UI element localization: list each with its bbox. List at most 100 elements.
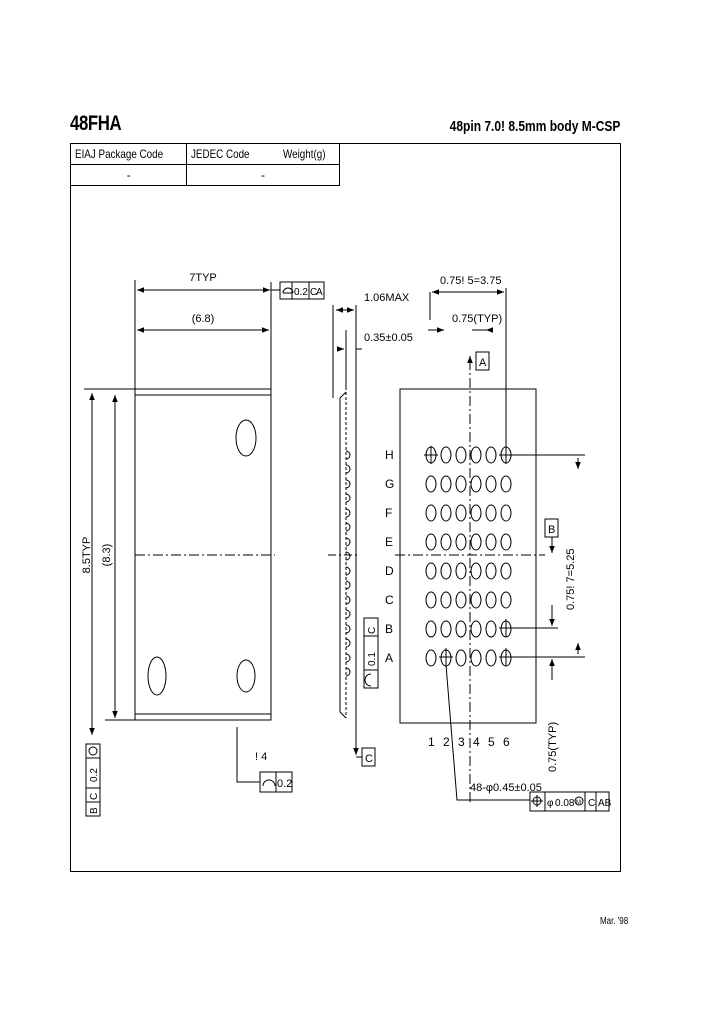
solder-ball: [470, 620, 482, 638]
solder-ball: [455, 504, 467, 522]
pitch-x-label: 0.75(TYP): [452, 313, 502, 325]
index-mark: [235, 419, 257, 457]
svg-text:0.08: 0.08: [555, 798, 575, 809]
solder-ball: [470, 562, 482, 580]
solder-ball: [425, 620, 437, 638]
side-ball: [345, 450, 351, 460]
solder-ball: [500, 504, 512, 522]
solder-ball: [440, 620, 452, 638]
side-ball: [345, 624, 351, 634]
solder-ball: [455, 649, 467, 667]
side-balls: [345, 450, 351, 677]
solder-ball: [440, 562, 452, 580]
eiaj-value-cell: -: [69, 164, 188, 186]
side-ball: [345, 464, 351, 474]
corner-callout: 0.2 ! 4: [236, 727, 293, 793]
row-label: H: [385, 448, 394, 462]
side-ball: [345, 580, 351, 590]
solder-ball: [470, 649, 482, 667]
width-dimensions: 7TYP (6.8) 0.2 C A: [134, 272, 325, 389]
height-ref-label: (8.3): [101, 544, 113, 567]
revision-date: Mar. '98: [600, 916, 629, 927]
row-label: C: [385, 593, 394, 607]
solder-ball: [500, 475, 512, 493]
coplanarity-callout: C 0.1: [363, 617, 379, 689]
solder-ball: [455, 446, 467, 464]
width-typ-label: 7TYP: [189, 272, 217, 284]
solder-ball: [440, 504, 452, 522]
side-ball: [345, 522, 351, 532]
side-ball: [345, 493, 351, 503]
solder-ball: [455, 562, 467, 580]
row-label: F: [385, 506, 392, 520]
height-typ-label: 8.5TYP: [81, 537, 93, 574]
profile-icon: [262, 779, 276, 787]
datum-c-box: C: [361, 747, 376, 767]
solder-ball: [440, 591, 452, 609]
height-max-label: 1.06MAX: [364, 292, 410, 304]
ball-grid: [424, 446, 513, 667]
svg-text:0.2: 0.2: [294, 287, 308, 298]
solder-ball: [470, 533, 482, 551]
index-mark: [147, 656, 167, 696]
row-label: G: [385, 477, 394, 491]
svg-text:C: C: [367, 627, 378, 634]
side-ball: [345, 638, 351, 648]
package-info-table: EIAJ Package Code JEDEC Code Weight(g) -…: [69, 143, 340, 186]
flatness-icon: [282, 287, 294, 294]
svg-text:M: M: [576, 800, 581, 806]
datum-b-box: B: [544, 518, 559, 553]
svg-text:B: B: [548, 524, 555, 536]
side-ball: [345, 566, 351, 576]
svg-text:φ: φ: [547, 798, 554, 809]
solder-ball: [485, 533, 497, 551]
solder-ball: [455, 591, 467, 609]
ball-spec-callout: 48-φ0.45±0.05 φ 0.08 M C AB: [445, 664, 612, 812]
solder-ball: [485, 446, 497, 464]
flatness-callout-cb: 0.2 C B: [85, 743, 101, 817]
pitch-dimensions: 0.75! 5=3.75 0.75(TYP) A B 0.75! 7=5.25 …: [428, 275, 585, 772]
solder-ball: [425, 562, 437, 580]
svg-text:B: B: [89, 807, 100, 814]
width-ref-label: (6.8): [192, 313, 215, 325]
svg-text:0.1: 0.1: [367, 652, 378, 666]
package-bottom-outline: [399, 388, 537, 724]
svg-text:C: C: [365, 753, 373, 765]
solder-ball: [485, 620, 497, 638]
side-ball: [345, 667, 351, 677]
solder-ball: [455, 620, 467, 638]
solder-ball: [425, 533, 437, 551]
side-ball: [345, 508, 351, 518]
side-ball: [345, 609, 351, 619]
corner-label: ! 4: [255, 751, 267, 763]
solder-ball: [500, 591, 512, 609]
svg-text:0.2: 0.2: [89, 768, 100, 782]
package-title: 48FHA: [70, 112, 122, 135]
index-mark: [236, 659, 256, 693]
row-label: D: [385, 564, 394, 578]
package-subtitle: 48pin 7.0! 8.5mm body M-CSP: [449, 118, 620, 135]
svg-text:AB: AB: [598, 798, 612, 809]
solder-ball: [500, 562, 512, 580]
solder-ball: [455, 475, 467, 493]
height-dimensions: 8.5TYP (8.3) 0.2 C B: [81, 388, 135, 817]
drawing-frame: [70, 143, 621, 872]
row-label: E: [385, 535, 393, 549]
side-ball: [345, 537, 351, 547]
solder-ball: [425, 475, 437, 493]
ball-spec-label: 48-φ0.45±0.05: [470, 782, 542, 794]
side-ball: [345, 595, 351, 605]
col-label: 6: [503, 735, 510, 749]
side-ball: [345, 653, 351, 663]
side-ball: [345, 551, 351, 561]
col-label: 1: [428, 735, 435, 749]
standoff-label: 0.35±0.05: [364, 332, 413, 344]
solder-ball: [485, 591, 497, 609]
solder-ball: [485, 649, 497, 667]
solder-ball: [470, 446, 482, 464]
svg-text:C: C: [310, 287, 317, 298]
